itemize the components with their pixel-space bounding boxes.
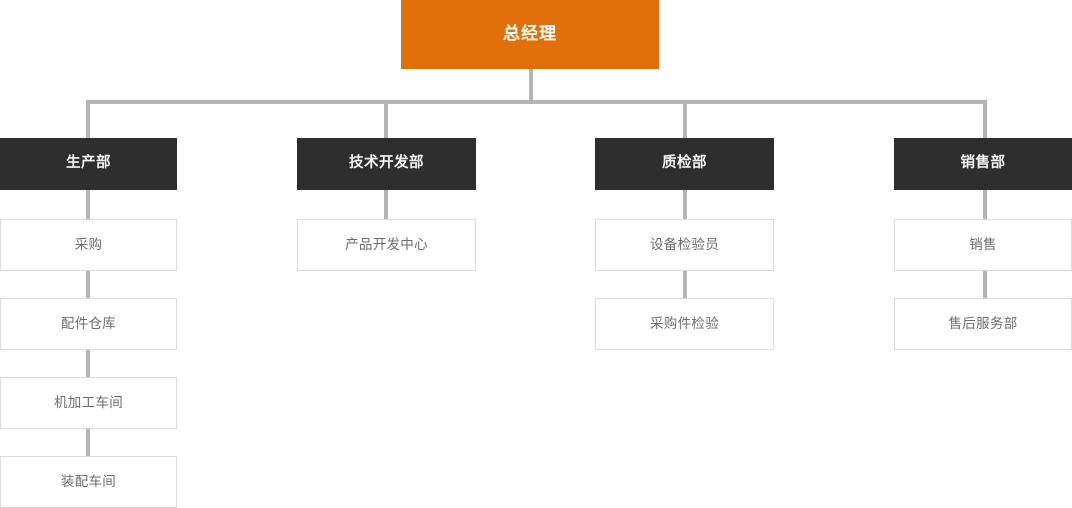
- connector-c4-s1: [983, 190, 987, 219]
- connector-drop-2: [384, 100, 388, 138]
- node-department-sales[interactable]: 销售部: [894, 138, 1072, 190]
- node-sub-parts-warehouse[interactable]: 配件仓库: [0, 298, 177, 350]
- connector-drop-3: [683, 100, 687, 138]
- connector-root-stem: [529, 69, 533, 104]
- node-general-manager[interactable]: 总经理: [401, 0, 659, 69]
- node-sub-sales[interactable]: 销售: [894, 219, 1072, 271]
- connector-horizontal-bus: [86, 100, 987, 104]
- node-sub-product-development-center[interactable]: 产品开发中心: [297, 219, 476, 271]
- node-department-tech-development[interactable]: 技术开发部: [297, 138, 476, 190]
- node-sub-assembly-workshop[interactable]: 装配车间: [0, 456, 177, 508]
- connector-c3-s2: [683, 271, 687, 298]
- connector-c1-s4: [86, 429, 90, 456]
- connector-c4-s2: [983, 271, 987, 298]
- node-sub-procurement[interactable]: 采购: [0, 219, 177, 271]
- connector-drop-1: [86, 100, 90, 138]
- connector-c1-s2: [86, 271, 90, 298]
- node-sub-machining-workshop[interactable]: 机加工车间: [0, 377, 177, 429]
- node-sub-equipment-inspector[interactable]: 设备检验员: [595, 219, 774, 271]
- connector-c3-s1: [683, 190, 687, 219]
- node-sub-purchased-parts-inspection[interactable]: 采购件检验: [595, 298, 774, 350]
- connector-c1-s3: [86, 350, 90, 377]
- node-department-quality-inspection[interactable]: 质检部: [595, 138, 774, 190]
- connector-c1-s1: [86, 190, 90, 219]
- node-sub-after-sales-service[interactable]: 售后服务部: [894, 298, 1072, 350]
- connector-c2-s1: [384, 190, 388, 219]
- connector-drop-4: [983, 100, 987, 138]
- node-department-production[interactable]: 生产部: [0, 138, 177, 190]
